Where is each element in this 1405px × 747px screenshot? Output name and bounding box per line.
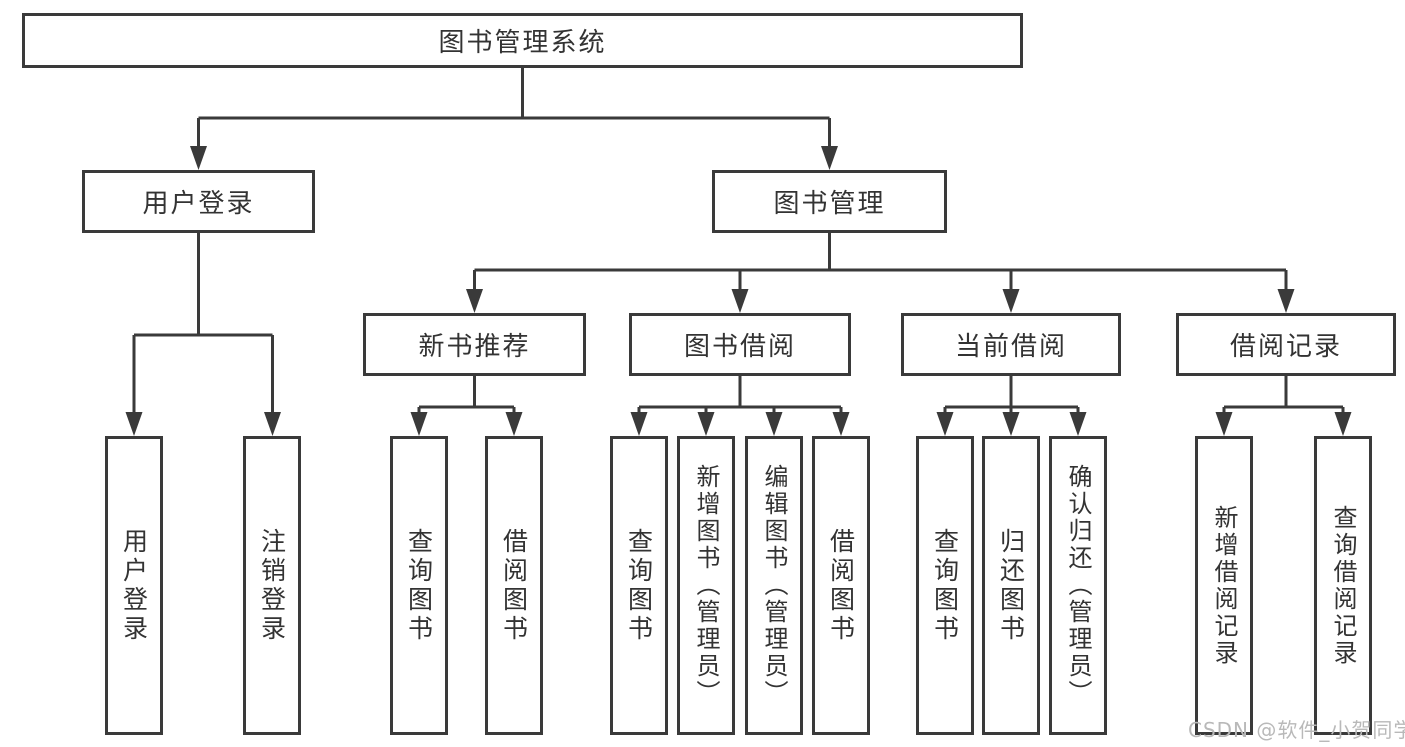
leaf-label: 用户登录 [119,527,149,644]
node-book-management: 图书管理 [712,170,947,233]
watermark-text: CSDN @软件_小贺同学 [1188,718,1405,742]
node-user-login: 用户登录 [82,170,315,233]
leaf-query-books-current: 查询图书 [916,436,974,735]
node-current-borrowing: 当前借阅 [901,313,1121,376]
node-book-borrowing: 图书借阅 [629,313,851,376]
leaf-user-login: 用户登录 [105,436,163,735]
leaf-query-books-recommend: 查询图书 [390,436,448,735]
leaf-label: 查询图书 [930,527,960,644]
leaf-borrow-books-borrowing: 借阅图书 [812,436,870,735]
leaf-borrow-books-recommend: 借阅图书 [485,436,543,735]
leaf-label: 归还图书 [996,527,1026,644]
leaf-label: 借阅图书 [499,527,529,644]
node-library-management-system: 图书管理系统 [22,13,1023,68]
leaf-return-books: 归还图书 [982,436,1040,735]
node-label: 借阅记录 [1229,332,1342,362]
arrowheads [125,146,1352,436]
leaf-query-books-borrowing: 查询图书 [610,436,668,735]
leaf-label: 查询借阅记录 [1329,504,1357,667]
leaf-query-borrow-record: 查询借阅记录 [1314,436,1372,735]
leaf-label: 查询图书 [404,527,434,644]
node-label: 新书推荐 [418,332,531,362]
leaf-label: 编辑图书（管理员） [760,464,788,707]
node-label: 图书借阅 [683,332,796,362]
leaf-label: 新增借阅记录 [1210,504,1238,667]
leaf-edit-books-admin: 编辑图书（管理员） [745,436,803,735]
node-label: 用户登录 [142,189,255,219]
node-new-book-recommend: 新书推荐 [363,313,586,376]
leaf-label: 借阅图书 [826,527,856,644]
node-borrowing-records: 借阅记录 [1176,313,1396,376]
leaf-add-books-admin: 新增图书（管理员） [677,436,735,735]
leaf-confirm-return-admin: 确认归还（管理员） [1049,436,1107,735]
node-label: 当前借阅 [954,332,1067,362]
leaf-label: 注销登录 [257,527,287,644]
leaf-label: 新增图书（管理员） [692,464,720,707]
node-label: 图书管理系统 [438,28,607,58]
leaf-label: 确认归还（管理员） [1064,464,1092,707]
leaf-label: 查询图书 [624,527,654,644]
leaf-add-borrow-record: 新增借阅记录 [1195,436,1253,735]
leaf-logout: 注销登录 [243,436,301,735]
node-label: 图书管理 [773,189,886,219]
